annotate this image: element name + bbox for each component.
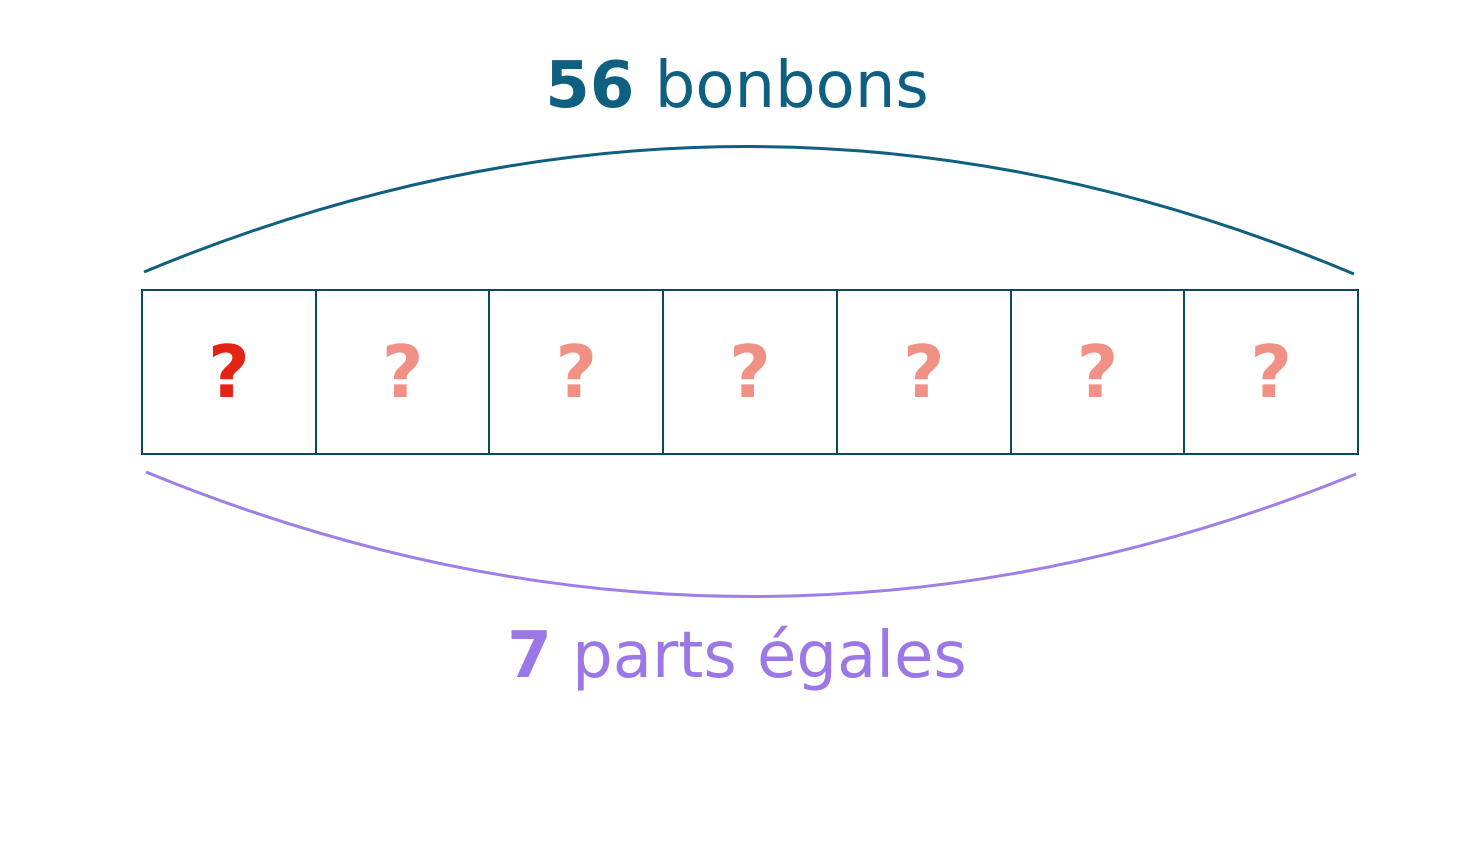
parts-label: 7 parts égales: [0, 618, 1474, 694]
bar-cell-7: ?: [1185, 291, 1357, 453]
unknown-mark: ?: [381, 330, 424, 414]
bar-cell-1: ?: [143, 291, 317, 453]
bar-cell-3: ?: [490, 291, 665, 453]
bar-cell-4: ?: [664, 291, 838, 453]
total-label: 56 bonbons: [0, 48, 1474, 124]
total-unit: bonbons: [654, 49, 929, 123]
unknown-mark: ?: [1076, 330, 1119, 414]
unknown-mark: ?: [207, 330, 250, 414]
unknown-mark: ?: [1250, 330, 1293, 414]
parts-number: 7: [507, 619, 552, 693]
top-brace-arc: [143, 145, 1355, 276]
unknown-mark: ?: [555, 330, 598, 414]
parts-text: parts égales: [572, 619, 967, 693]
bar-cell-2: ?: [317, 291, 491, 453]
total-number: 56: [545, 49, 635, 123]
unknown-mark: ?: [729, 330, 771, 414]
bottom-brace-arc: [145, 470, 1357, 598]
tape-diagram-bar: ? ? ? ? ? ? ?: [141, 289, 1359, 455]
bar-cell-6: ?: [1012, 291, 1186, 453]
unknown-mark: ?: [902, 330, 945, 414]
bar-cell-5: ?: [838, 291, 1012, 453]
